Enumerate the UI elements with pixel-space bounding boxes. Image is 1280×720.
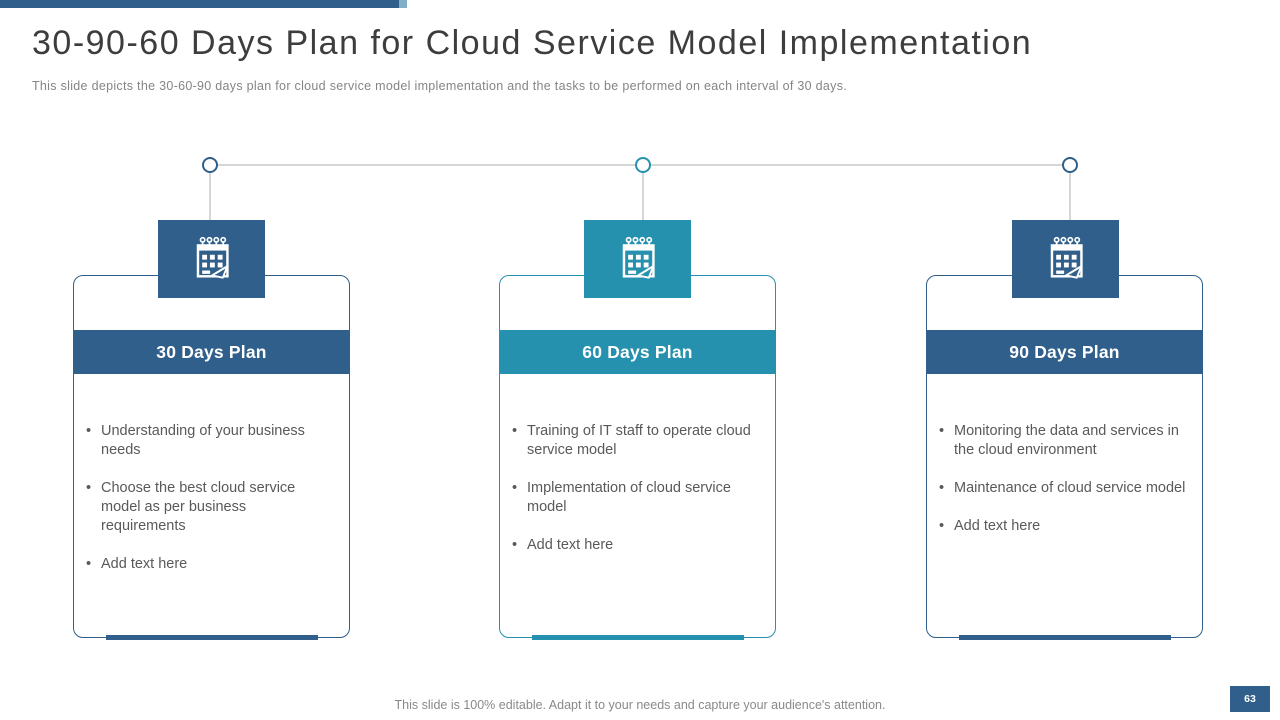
bullet-item: Add text here <box>939 517 1186 536</box>
bullet-item: Monitoring the data and services in the … <box>939 422 1186 460</box>
footer-note: This slide is 100% editable. Adapt it to… <box>394 698 886 712</box>
bullet-item: Maintenance of cloud service model <box>939 479 1186 498</box>
card-60-days-plan: 60 Days Plan Training of IT staff to ope… <box>499 275 776 640</box>
calendar-icon-box-1 <box>158 220 265 298</box>
calendar-icon <box>196 236 229 279</box>
timeline-stub-3 <box>1069 172 1071 221</box>
card-header-90-days: 90 Days Plan <box>926 330 1203 374</box>
bullet-item: Add text here <box>512 536 759 555</box>
timeline-node-3 <box>1062 157 1078 173</box>
calendar-icon-box-2 <box>584 220 691 298</box>
bullet-item: Add text here <box>86 555 333 574</box>
card-accent-bar <box>531 635 744 640</box>
timeline-node-1 <box>202 157 218 173</box>
card-body-90-days: Monitoring the data and services in the … <box>939 422 1186 555</box>
calendar-icon-box-3 <box>1012 220 1119 298</box>
timeline-stub-2 <box>642 172 644 221</box>
card-accent-bar <box>958 635 1171 640</box>
card-header-60-days: 60 Days Plan <box>499 330 776 374</box>
bullet-item: Choose the best cloud service model as p… <box>86 479 333 536</box>
card-accent-bar <box>105 635 318 640</box>
card-90-days-plan: 90 Days Plan Monitoring the data and ser… <box>926 275 1203 640</box>
card-header-30-days: 30 Days Plan <box>73 330 350 374</box>
card-body-30-days: Understanding of your business needs Cho… <box>86 422 333 593</box>
card-body-60-days: Training of IT staff to operate cloud se… <box>512 422 759 574</box>
calendar-icon <box>1050 236 1083 279</box>
top-accent-bar <box>0 0 399 8</box>
bullet-list: Monitoring the data and services in the … <box>939 422 1186 536</box>
bullet-list: Understanding of your business needs Cho… <box>86 422 333 574</box>
timeline-node-2 <box>635 157 651 173</box>
page-title: 30-90-60 Days Plan for Cloud Service Mod… <box>32 24 1033 62</box>
page-number-badge: 63 <box>1230 686 1270 712</box>
timeline-stub-1 <box>209 172 211 221</box>
top-accent-bar-tip <box>399 0 407 8</box>
bullet-item: Understanding of your business needs <box>86 422 333 460</box>
bullet-list: Training of IT staff to operate cloud se… <box>512 422 759 555</box>
bullet-item: Training of IT staff to operate cloud se… <box>512 422 759 460</box>
page-subtitle: This slide depicts the 30-60-90 days pla… <box>32 79 848 93</box>
bullet-item: Implementation of cloud service model <box>512 479 759 517</box>
calendar-icon <box>622 236 655 279</box>
card-30-days-plan: 30 Days Plan Understanding of your busin… <box>73 275 350 640</box>
